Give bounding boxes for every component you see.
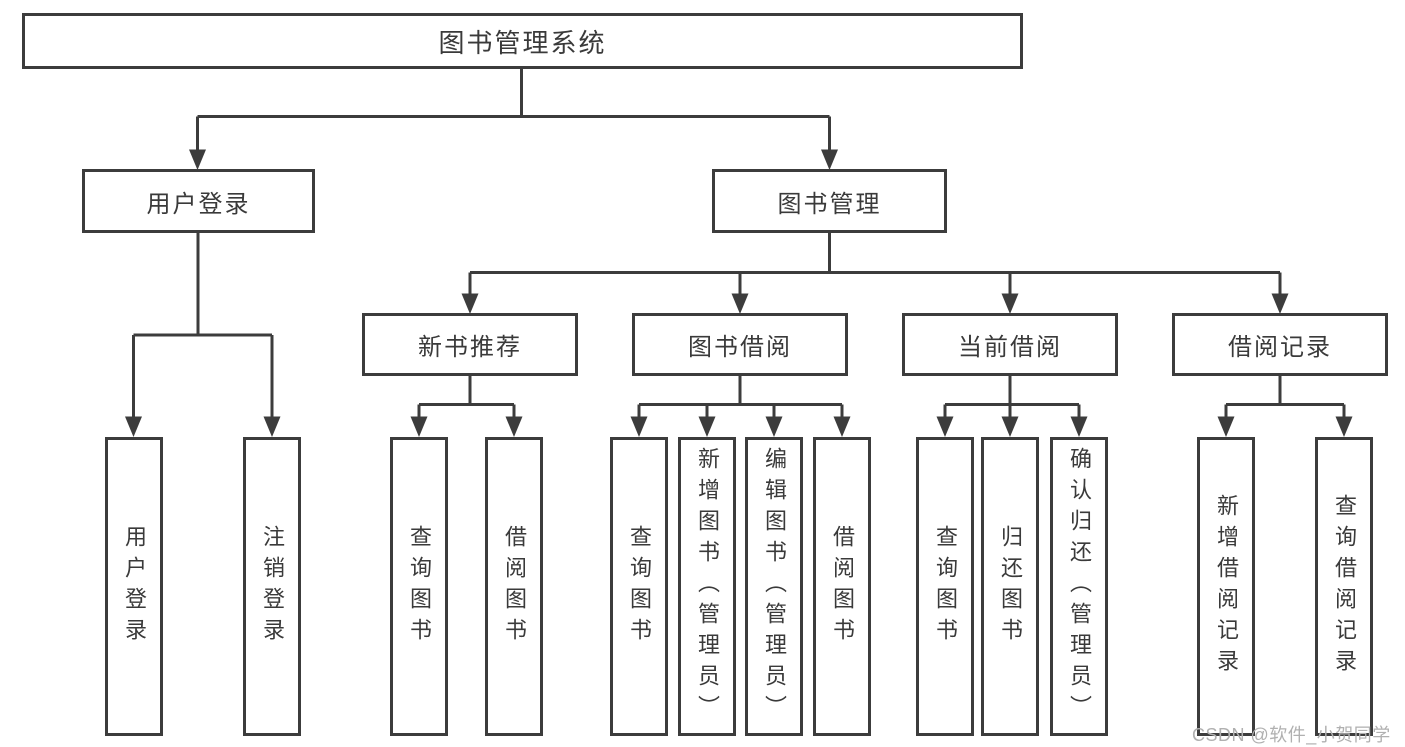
leaf-query-borrow-record: 查询借阅记录 <box>1315 437 1373 736</box>
node-current-borrow: 当前借阅 <box>902 313 1118 376</box>
edges-user-login <box>125 233 281 437</box>
node-borrow-record: 借阅记录 <box>1172 313 1388 376</box>
leaf-query-book-recommend: 查询图书 <box>390 437 448 736</box>
edges-current-borrow <box>936 376 1088 437</box>
leaf-confirm-return-admin: 确认归还（管理员） <box>1050 437 1108 736</box>
leaf-add-borrow-record: 新增借阅记录 <box>1197 437 1255 736</box>
edges-root <box>189 68 838 170</box>
leaf-logout: 注销登录 <box>243 437 301 736</box>
leaf-borrow-book-recommend: 借阅图书 <box>485 437 543 736</box>
leaf-borrow-book: 借阅图书 <box>813 437 871 736</box>
edges-book-management <box>461 233 1289 314</box>
node-book-borrow: 图书借阅 <box>632 313 848 376</box>
leaf-return-book: 归还图书 <box>981 437 1039 736</box>
node-user-login: 用户登录 <box>82 169 315 233</box>
edges-borrow-record <box>1217 376 1353 437</box>
edges-book-borrow <box>630 376 851 437</box>
leaf-query-book-current: 查询图书 <box>916 437 974 736</box>
node-root-library-system: 图书管理系统 <box>22 13 1023 69</box>
leaf-edit-book-admin: 编辑图书（管理员） <box>745 437 803 736</box>
node-new-book-recommend: 新书推荐 <box>362 313 578 376</box>
node-book-management: 图书管理 <box>712 169 947 233</box>
leaf-add-book-admin: 新增图书（管理员） <box>678 437 736 736</box>
leaf-query-book-borrow: 查询图书 <box>610 437 668 736</box>
leaf-user-login: 用户登录 <box>105 437 163 736</box>
edges-new-book-recommend <box>410 376 523 437</box>
